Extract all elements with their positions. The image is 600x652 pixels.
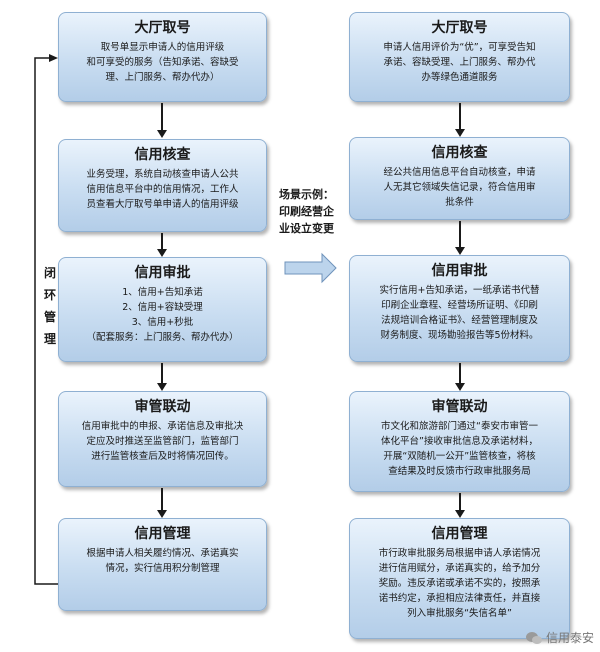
right-step-3: 信用审批 实行信用+告知承诺，一纸承诺书代替 印刷企业章程、经营场所证明、《印刷… <box>349 255 570 362</box>
step-body: 市文化和旅游部门通过“泰安市审管一 体化平台”接收审批信息及承诺材料， 开展“双… <box>381 421 538 477</box>
wechat-icon <box>525 631 542 644</box>
step-title: 信用核查 <box>134 147 191 163</box>
step-title: 审管联动 <box>431 399 488 415</box>
step-body: 经公共信用信息平台自动核查，申请 人无其它领域失信记录，符合信用审 批条件 <box>383 167 536 208</box>
left-step-1: 大厅取号 取号单显示申请人的信用评级 和可享受的服务（告知承诺、容缺受 理、上门… <box>58 12 267 102</box>
step-title: 信用核查 <box>431 145 488 161</box>
step-title: 信用审批 <box>431 263 488 279</box>
step-title: 信用管理 <box>431 526 488 542</box>
step-body: 1、信用+告知承诺 2、信用+容缺受理 3、信用+秒批 （配套服务：上门服务、帮… <box>86 287 239 343</box>
right-step-5: 信用管理 市行政审批服务局根据申请人承诺情况 进行信用赋分，承诺真实的，给予加分… <box>349 518 570 639</box>
step-title: 信用审批 <box>134 265 191 281</box>
right-step-2: 信用核查 经公共信用信息平台自动核查，申请 人无其它领域失信记录，符合信用审 批… <box>349 137 570 220</box>
loop-label: 闭 环 管 理 <box>43 266 56 346</box>
step-body: 实行信用+告知承诺，一纸承诺书代替 印刷企业章程、经营场所证明、《印刷 法规培训… <box>379 285 540 341</box>
right-step-1: 大厅取号 申请人信用评价为“优”，可享受告知 承诺、容缺受理、上门服务、帮办代 … <box>349 12 570 102</box>
step-body: 业务受理，系统自动核查申请人公共 信用信息平台中的信用情况，工作人 员查看大厅取… <box>86 169 239 210</box>
step-body: 市行政审批服务局根据申请人承诺情况 进行信用赋分，承诺真实的，给予加分 奖励。违… <box>378 548 541 619</box>
step-body: 根据申请人相关履约情况、承诺真实 情况，实行信用积分制管理 <box>86 548 239 574</box>
step-title: 审管联动 <box>134 399 191 415</box>
left-step-5: 信用管理 根据申请人相关履约情况、承诺真实 情况，实行信用积分制管理 <box>58 518 267 611</box>
step-body: 信用审批中的申报、承诺信息及审批决 定应及时推送至监管部门，监管部门 进行监管核… <box>81 421 244 462</box>
step-body: 申请人信用评价为“优”，可享受告知 承诺、容缺受理、上门服务、帮办代 办等绿色通… <box>383 42 536 83</box>
left-step-4: 审管联动 信用审批中的申报、承诺信息及审批决 定应及时推送至监管部门，监管部门 … <box>58 391 267 487</box>
step-title: 大厅取号 <box>431 20 488 36</box>
step-title: 大厅取号 <box>134 20 191 36</box>
watermark: 信用泰安 <box>525 629 594 646</box>
scenario-label: 场景示例： 印刷经营企 业设立变更 <box>279 188 334 235</box>
left-step-3: 信用审批 1、信用+告知承诺 2、信用+容缺受理 3、信用+秒批 （配套服务：上… <box>58 257 267 362</box>
watermark-text: 信用泰安 <box>545 631 594 645</box>
scenario-arrow <box>284 252 337 284</box>
step-body: 取号单显示申请人的信用评级 和可享受的服务（告知承诺、容缺受 理、上门服务、帮办… <box>86 42 239 83</box>
right-step-4: 审管联动 市文化和旅游部门通过“泰安市审管一 体化平台”接收审批信息及承诺材料，… <box>349 391 570 492</box>
left-step-2: 信用核查 业务受理，系统自动核查申请人公共 信用信息平台中的信用情况，工作人 员… <box>58 139 267 232</box>
step-title: 信用管理 <box>134 526 191 542</box>
